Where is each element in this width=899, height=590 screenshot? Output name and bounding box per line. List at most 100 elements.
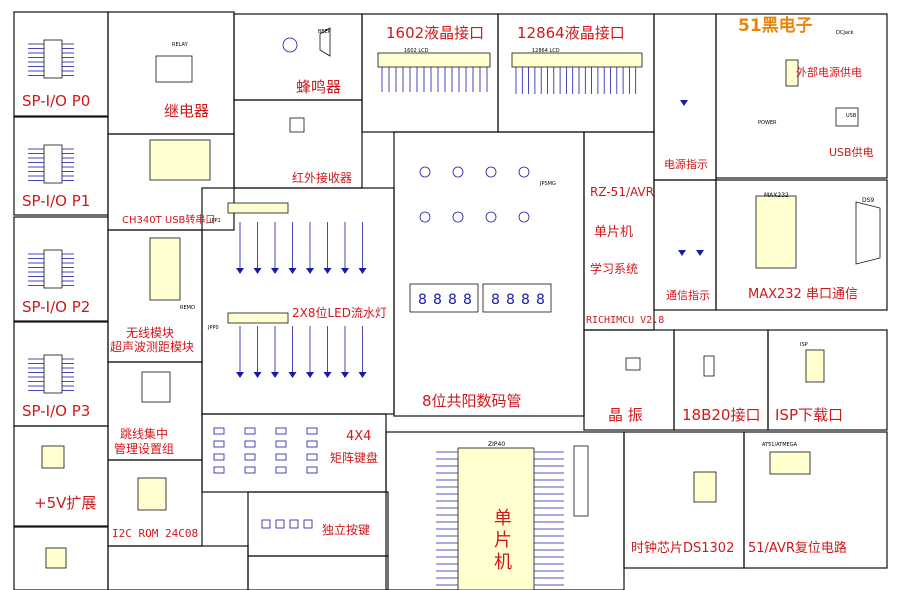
label-brand: 51黑电子 (738, 16, 813, 36)
section-frame-29 (743, 431, 888, 569)
indicator-led-1 (678, 250, 686, 256)
buzzer-transistor (282, 37, 298, 53)
indep-key-2 (289, 519, 299, 529)
seven-seg-digit-1-2: 8 (521, 292, 530, 308)
label-power-indicator: 电源指示 (664, 158, 708, 171)
voltage-regulator (785, 59, 799, 87)
label-mcu-sub2: 学习系统 (590, 262, 639, 276)
label-usb-power: USB供电 (829, 146, 874, 159)
label-relay: 继电器 (164, 102, 210, 120)
led-0-0 (236, 268, 244, 274)
matrix-key-3-3 (306, 466, 318, 474)
label-power-switch: POWER (758, 120, 777, 126)
matrix-key-1-2 (275, 440, 287, 448)
label-ds1302: 时钟芯片DS1302 (631, 541, 735, 556)
label-at51: AT51/ATMEGA (762, 442, 797, 448)
section-frame-10 (653, 13, 717, 181)
section-frame-18 (201, 187, 395, 415)
label-i2c-rom: I2C ROM 24C08 (112, 527, 199, 540)
label-chip-1602: 1602 LCD (404, 48, 429, 54)
led-0-3 (288, 268, 297, 274)
label-5v-expansion: +5V扩展 (34, 494, 97, 512)
matrix-key-3-2 (275, 466, 287, 474)
indep-key-0 (261, 519, 271, 529)
io-header-1 (43, 144, 63, 184)
led-resistor-pack-2 (227, 312, 289, 324)
matrix-key-2-0 (213, 453, 225, 461)
section-frame-22 (767, 329, 888, 431)
mcu-zif-socket (457, 447, 535, 590)
seven-seg-digit-1-1: 8 (506, 292, 515, 308)
label-ds18b20: 18B20接口 (682, 406, 761, 424)
label-sp-io-p0: SP-I/O P0 (22, 92, 91, 110)
label-comm-indicator: 通信指示 (666, 289, 710, 302)
label-dc-jack: DCJack (836, 30, 854, 36)
label-beep-part: BEEP (318, 29, 331, 35)
led-1-6 (341, 372, 349, 378)
wireless-header (149, 237, 181, 301)
io-header-0 (43, 39, 63, 79)
label-sp-io-p1: SP-I/O P1 (22, 192, 91, 210)
label-sp-io-p2: SP-I/O P2 (22, 298, 91, 316)
seven-seg-digit-0-1: 8 (433, 292, 442, 308)
led-1-4 (306, 372, 314, 378)
crystal-part (625, 357, 641, 371)
label-remo: REMO (180, 305, 195, 311)
label-mcu-title: RZ-51/AVR (590, 185, 654, 199)
label-buzzer: 蜂鸣器 (296, 78, 342, 96)
indep-key-3 (303, 519, 313, 529)
seg-transistor-1-1 (452, 211, 464, 223)
circuit-wires (28, 37, 637, 586)
ch340-chip (149, 139, 211, 181)
matrix-key-0-2 (275, 427, 287, 435)
label-jumper-2: 管理设置组 (114, 442, 175, 456)
seg-transistor-1-2 (485, 211, 497, 223)
label-mcu-chip: 单片机 (491, 508, 512, 574)
max232-chip (755, 195, 797, 269)
seven-seg-digit-1-3: 8 (536, 292, 545, 308)
label-crystal: 晶 振 (608, 406, 643, 424)
label-sp-io-p3: SP-I/O P3 (22, 402, 91, 420)
label-zif40: ZIP40 (488, 441, 506, 448)
led-1-1 (253, 372, 262, 378)
usb-connector (835, 107, 859, 127)
label-matrix-size: 4X4 (346, 429, 372, 444)
seg-transistor-0-2 (485, 166, 497, 178)
eeprom-chip (137, 477, 167, 511)
label-richmcu: RICHIMCU V2.8 (586, 315, 665, 326)
seven-seg-display-1 (482, 283, 552, 313)
led-1-2 (271, 372, 279, 378)
key-symbols (213, 427, 318, 529)
label-ultrasonic: 超声波测距模块 (110, 340, 195, 354)
seg-transistor-1-0 (419, 211, 431, 223)
seg-transistor-1-3 (518, 211, 530, 223)
seven-seg-digit-0-0: 8 (418, 292, 427, 308)
matrix-key-1-3 (306, 440, 318, 448)
gnd-header (45, 547, 67, 569)
lcd1602-connector (377, 52, 491, 68)
ir-receiver-part (289, 117, 305, 133)
seven-seg-digit-1-0: 8 (491, 292, 500, 308)
matrix-key-0-3 (306, 427, 318, 435)
led-0-1 (253, 268, 262, 274)
label-jumper-1: 跳线集中 (120, 427, 169, 441)
led-0-2 (271, 268, 279, 274)
matrix-key-1-0 (213, 440, 225, 448)
io-header-2 (43, 249, 63, 289)
label-lcd1602: 1602液晶接口 (386, 24, 485, 42)
label-reset: 51/AVR复位电路 (748, 541, 847, 556)
label-jpp1: JPP1 (210, 218, 221, 224)
section-frame-31 (247, 555, 389, 590)
seg-transistor-0-3 (518, 166, 530, 178)
label-led-flow: 2X8位LED流水灯 (292, 306, 387, 320)
matrix-key-2-2 (275, 453, 287, 461)
seg-transistor-0-0 (419, 166, 431, 178)
label-db9: DS9 (862, 197, 875, 204)
label-max232-chip: MAX232 (764, 192, 789, 199)
label-wireless: 无线模块 (126, 326, 175, 340)
label-independent-keys: 独立按键 (322, 523, 371, 537)
led-0-5 (323, 268, 332, 274)
jumper-block (141, 371, 171, 403)
matrix-key-3-1 (244, 466, 256, 474)
